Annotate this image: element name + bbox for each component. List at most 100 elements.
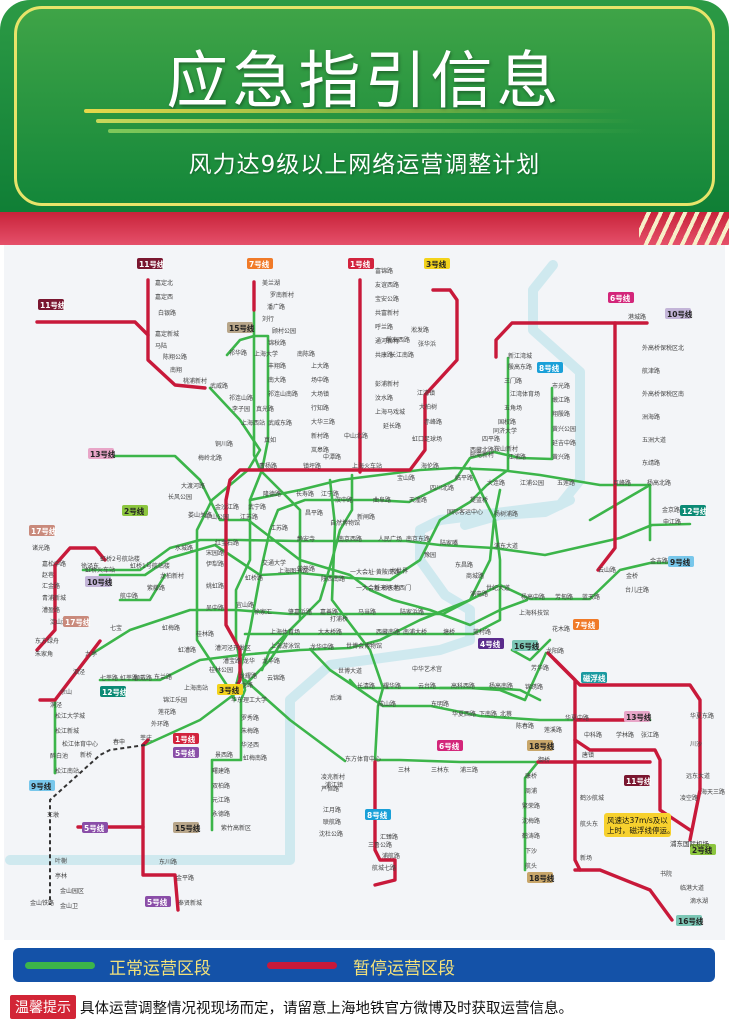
- station-label: 莘庄: [140, 734, 152, 742]
- station-label: 交通大学: [262, 559, 286, 567]
- station-label: 成山路: [378, 700, 396, 708]
- station-label: 张华浜: [418, 340, 436, 348]
- station-label: 嘉善路: [320, 608, 338, 616]
- svg-text:10号线: 10号线: [87, 577, 113, 587]
- station-label: 蓝天路: [582, 593, 600, 601]
- station-label: 海伦路: [421, 462, 439, 470]
- station-label: 嘉定新城: [155, 330, 179, 338]
- station-label: 国权路: [498, 418, 516, 426]
- station-label: 东川路: [159, 858, 177, 866]
- station-label: 江湾镇: [417, 389, 435, 397]
- station-label: 赵巷: [42, 571, 54, 579]
- station-label: 亭林: [55, 872, 67, 880]
- svg-text:5号线: 5号线: [147, 897, 168, 907]
- station-label: 学林路: [616, 731, 634, 739]
- svg-text:3号线: 3号线: [426, 259, 447, 269]
- station-label: 昌平路: [305, 509, 323, 517]
- svg-text:12号线: 12号线: [682, 506, 708, 516]
- line-badge: 15号线: [173, 822, 201, 833]
- station-label: 唐镇: [582, 751, 594, 759]
- station-label: 外环路: [151, 720, 169, 728]
- station-label: 车墩: [47, 811, 59, 819]
- station-label: 虹漕路: [178, 646, 196, 654]
- svg-text:9号线: 9号线: [31, 781, 52, 791]
- station-label: 鞍山新村: [494, 445, 518, 453]
- svg-text:5号线: 5号线: [84, 823, 105, 833]
- line-badge: 9号线: [668, 556, 694, 567]
- line-badge: 13号线: [624, 711, 652, 722]
- station-label: 繁荣路: [522, 802, 540, 810]
- station-label: 打浦桥: [330, 615, 348, 623]
- svg-text:12号线: 12号线: [102, 687, 128, 697]
- station-label: 上海南站: [184, 684, 208, 692]
- station-label: 元江路: [212, 796, 230, 804]
- station-label: 徐泾东: [81, 562, 99, 570]
- metro-map-svg: 虹口足球场海伦路上海火车站曹杨路镇坪路中潭路宝山路曲阜路天潼路汉中路江宁路长寿路…: [5, 258, 725, 926]
- station-label: 外高桥保税区南: [642, 390, 684, 398]
- station-label: 南京东路: [406, 535, 430, 543]
- station-label: 岚皋路: [311, 446, 329, 454]
- station-label: 长风公园: [168, 493, 192, 501]
- station-label: 红宝石路: [215, 539, 239, 547]
- station-label: 提篮桥: [470, 496, 488, 504]
- svg-text:13号线: 13号线: [90, 449, 116, 459]
- station-label: 延长路: [383, 422, 401, 430]
- huangpu-river: [5, 260, 585, 865]
- svg-text:5号线: 5号线: [175, 748, 196, 758]
- station-label: 姚虹路: [206, 582, 224, 590]
- station-label: 南翔: [170, 366, 182, 374]
- station-label: 华东理工大学: [231, 696, 267, 704]
- station-label: 大渡河路: [181, 482, 205, 490]
- station-label: 曹杨路: [259, 462, 277, 470]
- decorative-stripe: [108, 129, 648, 133]
- station-label: 青浦新城: [42, 594, 66, 602]
- station-label: 沈杜公路: [319, 830, 343, 838]
- station-label: 漕宝路: [223, 657, 241, 665]
- station-label: 老西门: [393, 584, 411, 592]
- station-label: 市光路: [552, 382, 570, 390]
- station-label: 大连路: [487, 479, 505, 487]
- station-label: 洲海路: [642, 413, 660, 421]
- station-label: 五莲路: [557, 479, 575, 487]
- svg-text:8号线: 8号线: [539, 363, 560, 373]
- station-label: 陕西南路: [321, 575, 345, 583]
- line-badge: 8号线: [365, 809, 391, 820]
- line-badge: 10号线: [85, 576, 113, 587]
- station-label: 金沙江路: [215, 503, 239, 511]
- station-label: 世纪大道: [486, 584, 510, 592]
- station-label: 七莘路: [100, 674, 118, 682]
- station-label: 双柏路: [212, 782, 230, 790]
- station-label: 龙华中路: [310, 643, 334, 651]
- station-label: 江宁路: [321, 490, 339, 498]
- station-label: 永德路: [212, 810, 230, 818]
- station-label: 松江大学城: [55, 712, 85, 720]
- station-label: 祁华路: [229, 349, 247, 357]
- station-label: 通河新村: [375, 337, 399, 345]
- station-label: 景西路: [215, 751, 233, 759]
- line-badge: 13号线: [88, 448, 116, 459]
- station-label: 新江湾城: [508, 352, 532, 360]
- line-badge: 17号线: [29, 525, 57, 536]
- station-label: 黄兴公园: [552, 425, 576, 433]
- svg-text:风速达37m/s及以: 风速达37m/s及以: [607, 815, 668, 825]
- station-label: 华夏西路: [452, 710, 476, 718]
- station-label: 长寿路: [296, 490, 314, 498]
- line-badge: 9号线: [29, 780, 55, 791]
- station-label: 中山公园: [205, 513, 229, 521]
- station-label: 长江南路: [390, 351, 414, 359]
- line-badge: 5号线: [82, 822, 108, 833]
- line-badge: 18号线: [527, 872, 555, 883]
- station-label: 真光路: [256, 405, 274, 413]
- svg-text:17号线: 17号线: [31, 526, 57, 536]
- station-label: 曙建路: [212, 767, 230, 775]
- line-badge: 11号线: [137, 258, 165, 269]
- station-label: 新天地: [374, 584, 392, 592]
- station-label: 上海西站: [241, 419, 265, 427]
- decorative-stripe: [96, 119, 636, 123]
- station-label: 黄兴路: [552, 453, 570, 461]
- station-label: 蓝村路: [473, 628, 491, 636]
- station-label: 锦江乐园: [163, 696, 187, 704]
- station-label: 金山园区: [60, 887, 84, 895]
- station-label: 徐家汇: [254, 608, 272, 616]
